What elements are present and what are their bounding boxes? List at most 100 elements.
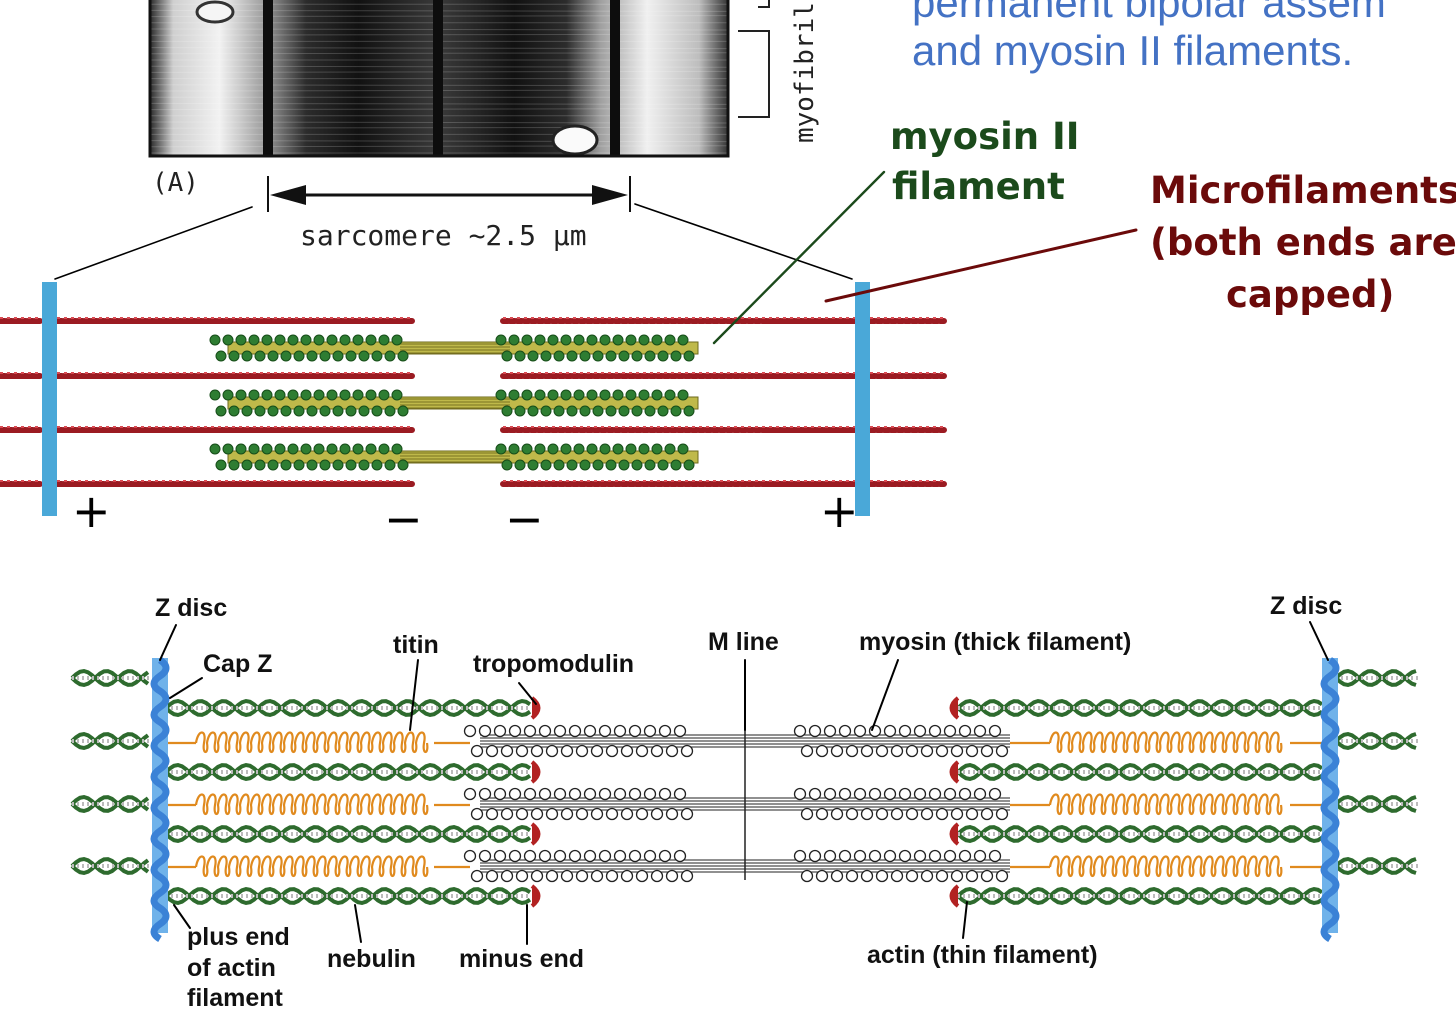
top-myosin-head [365, 443, 377, 455]
top-myosin-head [553, 405, 565, 417]
top-myosin-head [495, 389, 507, 401]
top-myosin-head [664, 389, 676, 401]
bottom-tropomodulin-caps [530, 696, 960, 908]
titin-leader [409, 659, 419, 731]
bottom-myosin-head [508, 849, 522, 863]
top-myosin-head [657, 459, 669, 471]
top-myosin-head [371, 459, 383, 471]
bottom-myosin-head [943, 724, 957, 738]
bottom-myosin-head [868, 849, 882, 863]
bottom-myosin-head [568, 724, 582, 738]
bottom-actin-outer-left [70, 794, 150, 813]
top-myosin-head [644, 405, 656, 417]
panel-label: (A) [152, 168, 199, 198]
z-line-left [263, 0, 273, 156]
top-myosin-head [254, 405, 266, 417]
slide-text-line2: and myosin II filaments. [912, 27, 1354, 74]
bottom-myosin-head [950, 807, 964, 821]
z-disc-right-leader [1309, 621, 1329, 661]
top-myosin-head [222, 389, 234, 401]
bottom-myosin-head [995, 869, 1009, 883]
top-myosin-head [280, 350, 292, 362]
bottom-myosin-head [553, 724, 567, 738]
bottom-myosin-head [508, 787, 522, 801]
label-leader-lines [54, 170, 1329, 945]
top-myosin-head [326, 389, 338, 401]
bottom-myosin-head [958, 724, 972, 738]
top-myosin-head [300, 334, 312, 346]
bottom-myosin-head [538, 849, 552, 863]
bottom-myosin-head [995, 807, 1009, 821]
bottom-myosin-head [830, 869, 844, 883]
bottom-myosin-head [823, 849, 837, 863]
top-myosin-head [313, 334, 325, 346]
top-myosin-head [371, 350, 383, 362]
bottom-myosin-head [515, 807, 529, 821]
bottom-myosin-head [980, 807, 994, 821]
bottom-myosin-head [628, 849, 642, 863]
top-myosin-head [651, 334, 663, 346]
bottom-myosin-head [800, 869, 814, 883]
top-myosin-filaments [209, 334, 699, 471]
bottom-myosin-head [478, 724, 492, 738]
bottom-myosin-head [950, 869, 964, 883]
top-myosin-head [560, 334, 572, 346]
bottom-myosin-head [628, 787, 642, 801]
bottom-myosin-head [898, 724, 912, 738]
microfilaments-label-line3: capped) [1226, 273, 1395, 316]
top-myosin-head [209, 443, 221, 455]
bottom-myosin-head [523, 849, 537, 863]
top-myosin-head [241, 350, 253, 362]
minus-sign-right: − [505, 492, 544, 546]
bottom-myosin-head [590, 744, 604, 758]
bottom-myosin-head [965, 869, 979, 883]
top-myosin-head [267, 350, 279, 362]
bottom-actin-outer-right [1334, 795, 1417, 814]
bottom-myosin-head [905, 807, 919, 821]
bottom-myosin-head [598, 724, 612, 738]
bottom-myosin-head [598, 849, 612, 863]
bottom-myosin-head [995, 744, 1009, 758]
z-disc-left-leader [159, 624, 177, 661]
bottom-myosin-head [508, 724, 522, 738]
top-myosin-head [683, 459, 695, 471]
bottom-myosin-head [485, 807, 499, 821]
top-myosin-head [352, 389, 364, 401]
top-myosin-head [300, 389, 312, 401]
bottom-myosin-head [538, 724, 552, 738]
top-myosin-head [358, 405, 370, 417]
bottom-myosin-head [515, 744, 529, 758]
myofibril-label: myofibril [790, 2, 820, 143]
bottom-myosin-head [500, 807, 514, 821]
bottom-actin-outer-right [1334, 856, 1417, 875]
bottom-myosin-head [463, 787, 477, 801]
top-myosin-head [228, 459, 240, 471]
top-myosin-head [287, 443, 299, 455]
top-myosin-head [521, 443, 533, 455]
bottom-myosin-head [793, 724, 807, 738]
top-myosin-head [248, 389, 260, 401]
top-myosin-head [612, 443, 624, 455]
top-myosin-head [306, 459, 318, 471]
top-myosin-head [378, 334, 390, 346]
top-myosin-head [683, 405, 695, 417]
top-myosin-head [339, 443, 351, 455]
bottom-myosin-head [935, 807, 949, 821]
bottom-actin-outer-left [70, 668, 150, 687]
bottom-myosin-head [643, 849, 657, 863]
bottom-myosin-head [935, 869, 949, 883]
top-myosin-head [280, 405, 292, 417]
bottom-z-discs [150, 657, 1340, 943]
bottom-myosin-head [560, 807, 574, 821]
bottom-sarcomere-schematic [70, 657, 1418, 943]
top-myosin-head [345, 459, 357, 471]
bottom-myosin-head [680, 744, 694, 758]
bottom-myosin-head [853, 849, 867, 863]
bottom-myosin-head [853, 724, 867, 738]
bottom-myosin-head [635, 744, 649, 758]
top-myosin-head [605, 350, 617, 362]
bottom-myosin-head [928, 849, 942, 863]
bottom-myosin-head [583, 724, 597, 738]
scale-label: sarcomere ~2.5 µm [300, 219, 587, 252]
microfilaments-label-line2: (both ends are [1150, 221, 1456, 264]
